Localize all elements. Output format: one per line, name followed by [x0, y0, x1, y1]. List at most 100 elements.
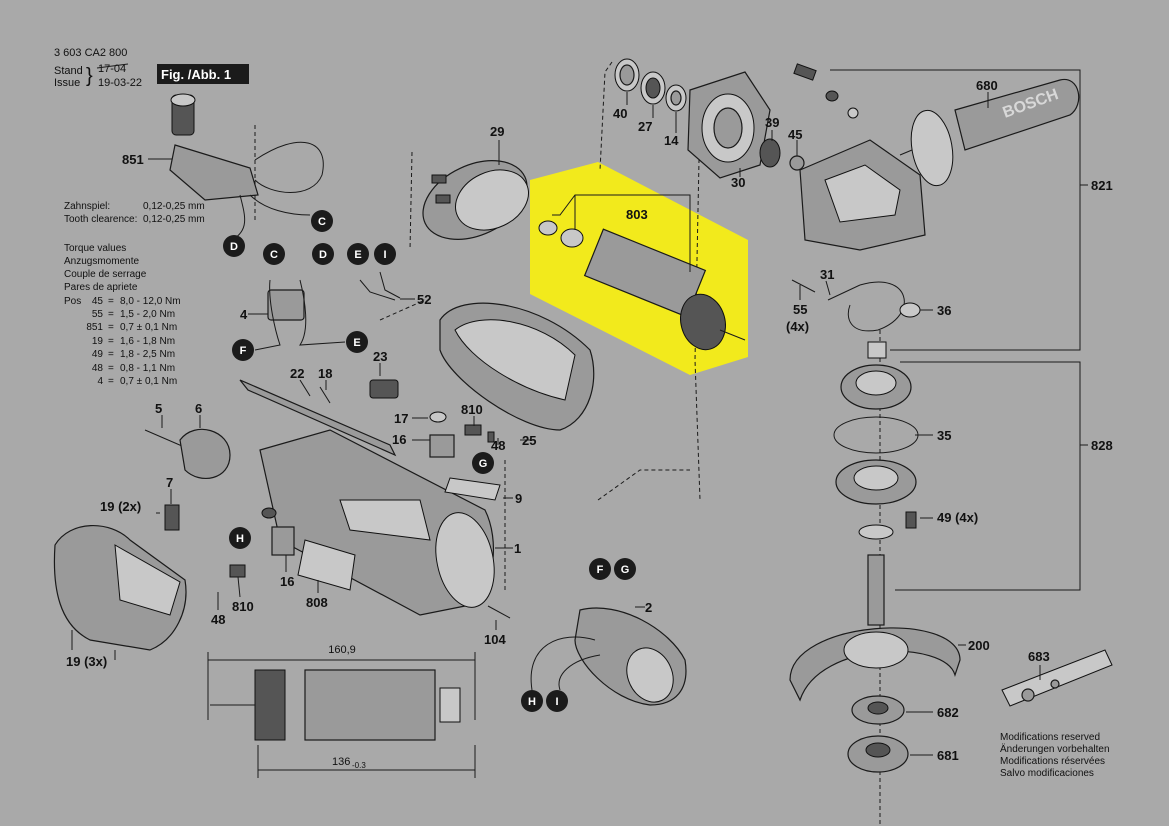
eq: =: [108, 296, 114, 307]
connector-h-icon: H: [229, 527, 251, 549]
label-7: 7: [166, 475, 173, 490]
torque-num: 45: [92, 296, 104, 307]
svg-text:G: G: [621, 564, 630, 576]
label-18: 18: [318, 366, 332, 381]
torque-line: Pares de apriete: [64, 282, 138, 293]
eq: =: [108, 322, 114, 333]
figure-badge: [157, 64, 249, 84]
label-200: 200: [968, 638, 990, 653]
rings-40-27-14: [614, 58, 687, 112]
connector-g-icon: G: [614, 558, 636, 580]
doc-number: 3 603 CA2 800: [54, 47, 127, 59]
svg-text:E: E: [354, 249, 361, 261]
label-1: 1: [514, 541, 521, 556]
eq: =: [108, 349, 114, 360]
disclaimer-line: Änderungen vorbehalten: [1000, 743, 1110, 755]
eq: =: [108, 376, 114, 387]
label-683: 683: [1028, 649, 1050, 664]
connector-f-icon: F: [232, 339, 254, 361]
svg-text:C: C: [318, 216, 326, 228]
torque-table: 45 = 8,0 - 12,0 Nm 55 = 1,5 - 2,0 Nm 851…: [86, 296, 180, 387]
label-55-qty: (4x): [786, 319, 809, 334]
svg-text:F: F: [240, 345, 247, 357]
disclaimer-line: Modifications réservées: [1000, 756, 1105, 767]
eq: =: [108, 336, 114, 347]
torque-line: Torque values: [64, 243, 126, 254]
rear-cover: [53, 525, 187, 651]
svg-text:H: H: [236, 533, 244, 545]
label-22: 22: [290, 366, 304, 381]
torque-val: 0,7 ± 0,1 Nm: [120, 322, 177, 333]
torque-num: 48: [92, 363, 104, 374]
dimension-inner: 136 -0.3: [257, 745, 476, 778]
guard-200: [789, 627, 961, 773]
bracket-828: 828: [895, 361, 1113, 591]
label-25: 25: [522, 433, 536, 448]
torque-num: 4: [97, 376, 103, 387]
label-19b: 19 (3x): [66, 654, 107, 669]
figure-label: Fig. /Abb. 1: [161, 67, 231, 82]
torque-val: 1,6 - 1,8 Nm: [120, 336, 175, 347]
label-803: 803: [626, 207, 648, 222]
torque-pos: Pos: [64, 296, 81, 307]
torque-val: 1,5 - 2,0 Nm: [120, 309, 175, 320]
label-40: 40: [613, 106, 627, 121]
torque-num: 19: [92, 336, 104, 347]
label-681: 681: [937, 748, 959, 763]
label-5: 5: [155, 401, 162, 416]
strike-line: [96, 63, 129, 69]
eq: =: [108, 363, 114, 374]
connector-d-icon: D: [223, 235, 245, 257]
torque-val: 1,8 - 2,5 Nm: [120, 349, 175, 360]
connector-badges: C D C D E I E F G H F G H I: [223, 210, 636, 712]
label-27: 27: [638, 119, 652, 134]
label-810a: 810: [461, 402, 483, 417]
connector-i-icon: I: [546, 690, 568, 712]
cord-5-6: [144, 428, 231, 531]
switch-bar-22: [239, 379, 399, 457]
armature-803: [538, 220, 746, 351]
torque-val: 8,0 - 12,0 Nm: [120, 296, 181, 307]
torque-num: 49: [92, 349, 104, 360]
part-labels: 851 29 803 40 27 14 30 39 45 680 31 55 (…: [66, 78, 1050, 763]
label-828: 828: [1091, 438, 1113, 453]
svg-text:G: G: [479, 458, 488, 470]
label-30: 30: [731, 175, 745, 190]
svg-text:H: H: [528, 696, 536, 708]
label-808: 808: [306, 595, 328, 610]
connector-c-icon: C: [263, 243, 285, 265]
handle-680: BOSCH: [899, 78, 1080, 187]
connector-h-icon: H: [521, 690, 543, 712]
connector-d-icon: D: [312, 243, 334, 265]
label-48b: 48: [211, 612, 225, 627]
disclaimer: Modifications reserved Änderungen vorbeh…: [1000, 732, 1110, 779]
disclaimer-line: Salvo modificaciones: [1000, 768, 1094, 779]
torque-num: 851: [86, 322, 103, 333]
connector-f-icon: F: [589, 558, 611, 580]
torque-val: 0,7 ± 0,1 Nm: [120, 376, 177, 387]
label-55: 55: [793, 302, 807, 317]
connector-e-icon: E: [347, 243, 369, 265]
backlash-en: Tooth clearence:: [64, 214, 137, 225]
svg-text:D: D: [319, 249, 327, 261]
dimension-inner-value: 136: [332, 756, 350, 768]
armature-drawing: [210, 669, 461, 741]
connector-e-icon: E: [346, 331, 368, 353]
stand-label: Stand: [54, 65, 83, 77]
flange-30: [687, 71, 771, 179]
label-35: 35: [937, 428, 951, 443]
switch-parts: [429, 411, 495, 458]
backlash-notes: Zahnspiel: 0,12-0,25 mm Tooth clearence:…: [64, 201, 205, 225]
label-16b: 16: [280, 574, 294, 589]
bracket-821: 821: [830, 69, 1113, 351]
label-16a: 16: [392, 432, 406, 447]
svg-text:E: E: [353, 337, 360, 349]
label-851: 851: [122, 152, 144, 167]
label-682: 682: [937, 705, 959, 720]
issue-label: Issue: [54, 77, 80, 89]
torque-line: Anzugsmomente: [64, 256, 139, 267]
disclaimer-line: Modifications reserved: [1000, 732, 1100, 743]
label-48a: 48: [491, 438, 505, 453]
torque-line: Couple de serrage: [64, 269, 147, 280]
